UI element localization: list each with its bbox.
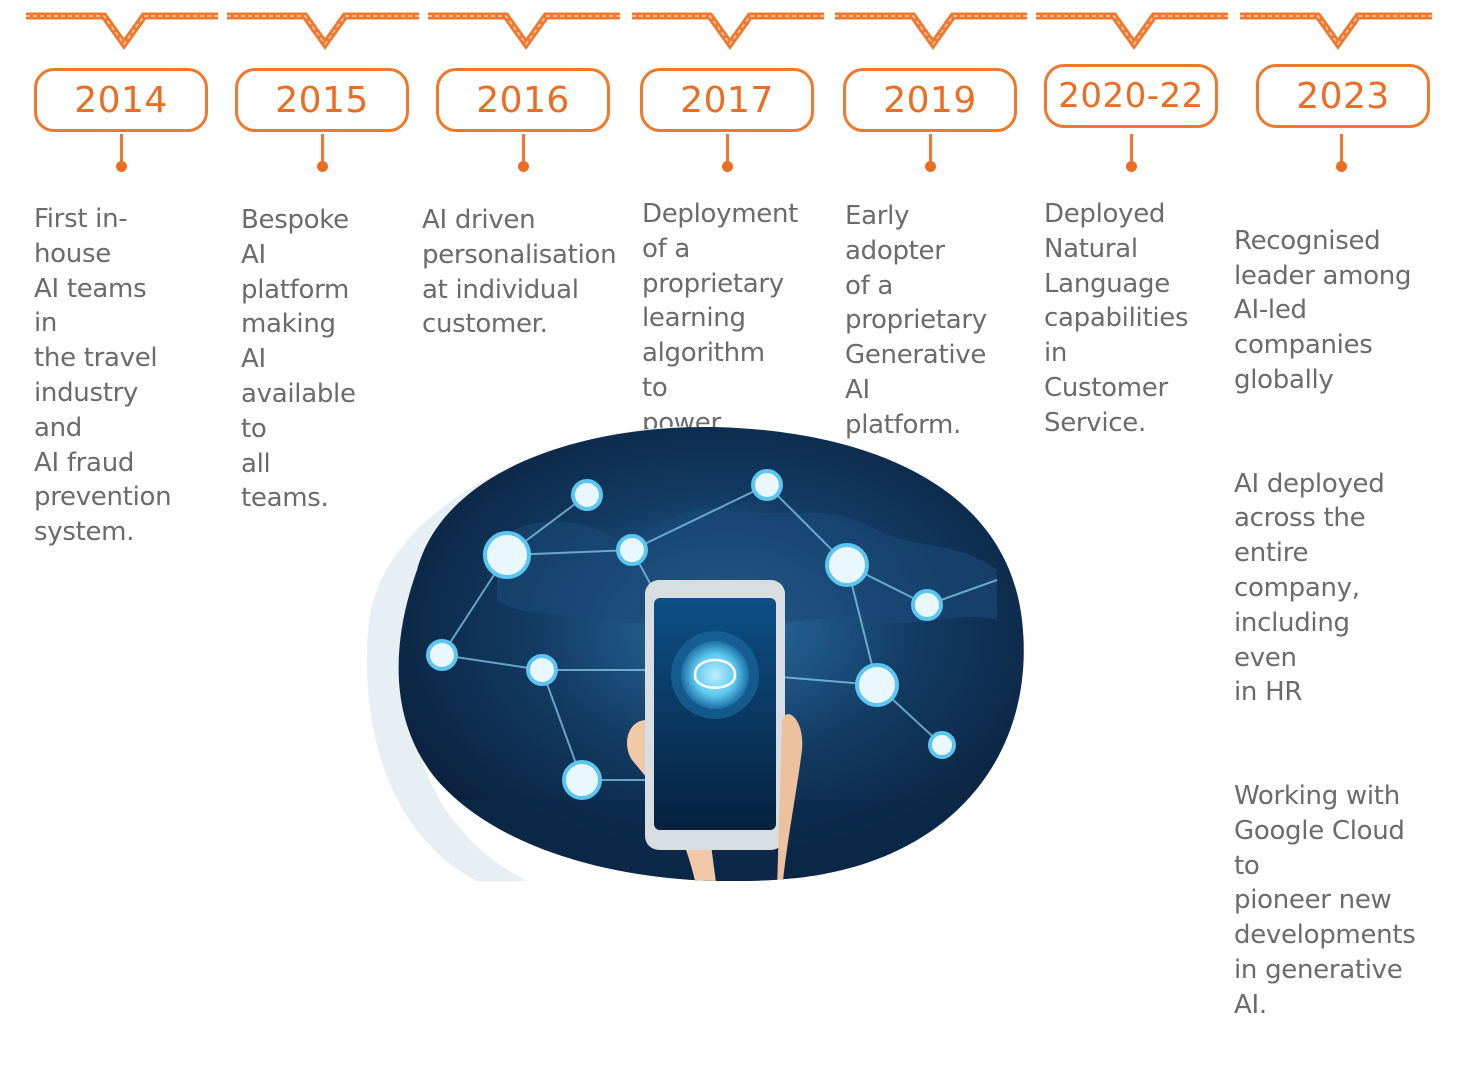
connector-line [120, 134, 123, 164]
connector-line [522, 134, 525, 164]
milestone-description: First in-house AI teams in the travel in… [34, 204, 172, 548]
connector-dot [116, 161, 127, 172]
year-label: 2014 [34, 68, 208, 132]
chevron-banner-icon [1036, 12, 1228, 51]
chevron-banner-icon [26, 12, 218, 51]
year-label: 2020-22 [1044, 64, 1218, 128]
milestone-paragraph: AI deployed across the entire company, i… [1234, 468, 1385, 708]
chevron-banner-icon [1240, 12, 1432, 51]
chevron-banner-icon [227, 12, 419, 51]
year-label: 2016 [436, 68, 610, 132]
milestone-description: AI driven personalisation at individual … [422, 205, 617, 340]
year-label: 2015 [235, 68, 409, 132]
connector-line [1340, 134, 1343, 164]
connector-line [321, 134, 324, 164]
chevron-banner-icon [835, 12, 1027, 51]
connector-dot [317, 161, 328, 172]
chevron-banner-icon [428, 12, 620, 51]
connector-dot [925, 161, 936, 172]
milestone-description: Recognised leader among AI-led companies… [1234, 189, 1416, 1091]
year-label: 2017 [640, 68, 814, 132]
year-label: 2019 [843, 68, 1017, 132]
connector-line [1130, 134, 1133, 164]
connector-line [726, 134, 729, 164]
year-label: 2023 [1256, 64, 1430, 128]
milestone-paragraph: Recognised leader among AI-led companies… [1234, 225, 1412, 395]
connector-dot [1336, 161, 1347, 172]
milestone-paragraph: Working with Google Cloud to pioneer new… [1234, 780, 1416, 1020]
milestone-description: Bespoke AI platform making AI available … [241, 205, 356, 514]
connector-line [929, 134, 932, 164]
ai-network-smartphone-image [366, 426, 1024, 881]
milestone-description: Deployed Natural Language capabilities i… [1044, 199, 1189, 438]
connector-dot [518, 161, 529, 172]
connector-dot [1126, 161, 1137, 172]
connector-dot [722, 161, 733, 172]
milestone-description: Early adopter of a proprietary Generativ… [845, 201, 987, 440]
chevron-banner-icon [632, 12, 824, 51]
